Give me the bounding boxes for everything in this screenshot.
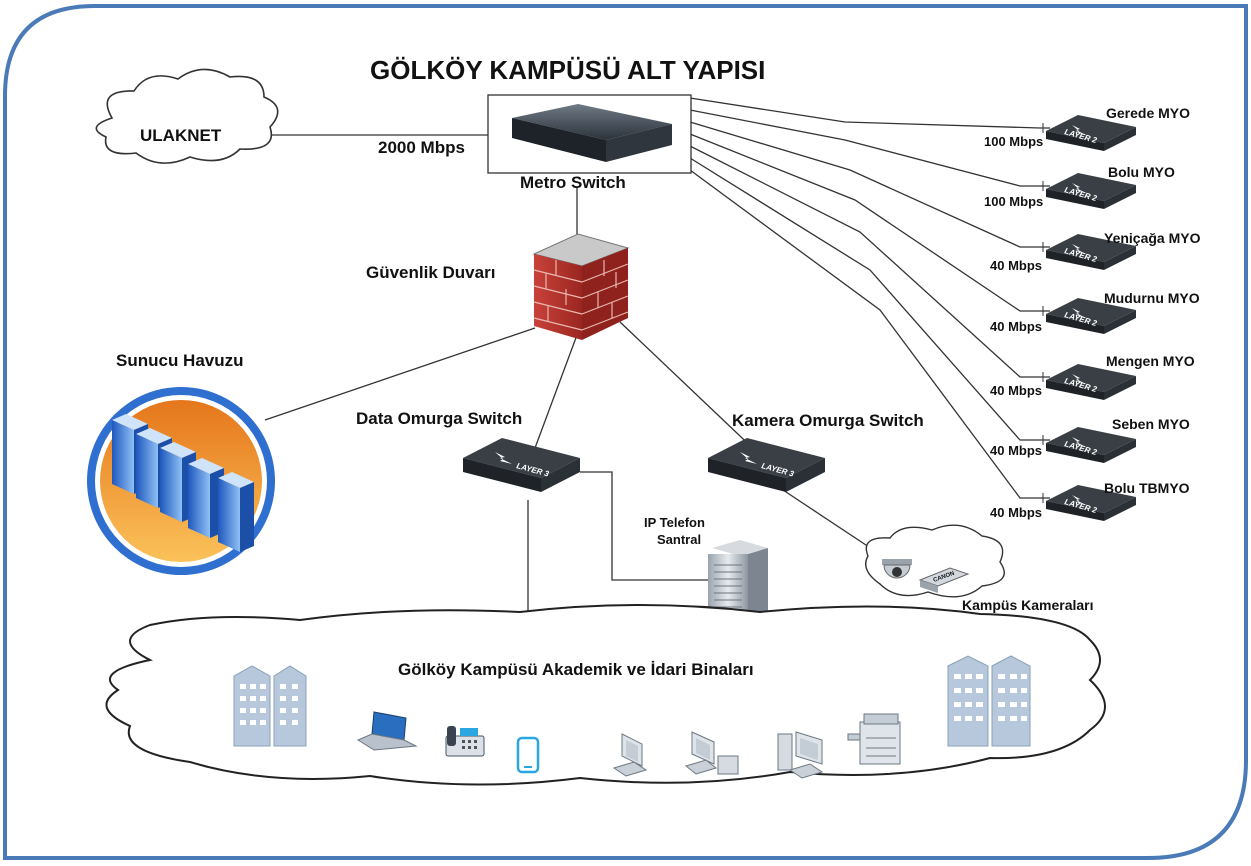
branch-name: Seben MYO <box>1112 416 1190 432</box>
server-pool-label: Sunucu Havuzu <box>116 351 244 370</box>
branch-name: Bolu TBMYO <box>1104 480 1190 496</box>
branch-gerede: LAYER 2 Gerede MYO 100 Mbps <box>984 105 1190 151</box>
dome-camera-icon <box>882 559 912 579</box>
branch-switches: LAYER 2 Gerede MYO 100 Mbps LAYER 2 Bolu… <box>984 105 1201 521</box>
branch-name: Mengen MYO <box>1106 353 1195 369</box>
ulaknet-label: ULAKNET <box>140 126 222 145</box>
branch-mengen: LAYER 2 Mengen MYO 40 Mbps <box>990 353 1195 400</box>
campus-label: Gölköy Kampüsü Akademik ve İdari Binalar… <box>398 660 754 679</box>
building-icon <box>233 665 307 747</box>
ip-phone-label-line1: IP Telefon <box>644 515 705 530</box>
desktop-computer-icon <box>777 731 824 779</box>
building-icon <box>947 655 1031 747</box>
server-pool: Sunucu Havuzu <box>87 351 275 575</box>
branch-speed: 40 Mbps <box>990 383 1042 398</box>
firewall-label: Güvenlik Duvarı <box>366 263 495 282</box>
desk-phone-icon <box>445 726 485 757</box>
desktop-computer-icon <box>612 733 648 777</box>
page-title: GÖLKÖY KAMPÜSÜ ALT YAPISI <box>370 55 765 85</box>
metro-switch-label: Metro Switch <box>520 173 626 192</box>
camera-cloud: CANON Kampüs Kameraları <box>865 524 1094 613</box>
branch-name: Mudurnu MYO <box>1104 290 1200 306</box>
data-switch-label: Data Omurga Switch <box>356 409 522 428</box>
branch-yenicaga: LAYER 2 Yeniçağa MYO 40 Mbps <box>990 230 1201 273</box>
branch-bolu: LAYER 2 Bolu MYO 100 Mbps <box>984 164 1175 209</box>
camera-switch-label: Kamera Omurga Switch <box>732 411 924 430</box>
branch-speed: 100 Mbps <box>984 194 1043 209</box>
bullet-camera-icon: CANON <box>918 567 970 593</box>
branch-seben: LAYER 2 Seben MYO 40 Mbps <box>990 416 1190 463</box>
branch-speed: 40 Mbps <box>990 443 1042 458</box>
laptop-icon <box>356 711 418 751</box>
branch-speed: 40 Mbps <box>990 505 1042 520</box>
firewall-icon: Güvenlik Duvarı <box>366 233 630 340</box>
mobile-phone-icon <box>516 736 540 774</box>
branch-speed: 40 Mbps <box>990 258 1042 273</box>
branch-name: Bolu MYO <box>1108 164 1175 180</box>
cameras-label: Kampüs Kameraları <box>962 597 1094 613</box>
page-frame <box>3 4 1248 860</box>
branch-bolu-tbmyo: LAYER 2 Bolu TBMYO 40 Mbps <box>990 480 1190 521</box>
branch-name: Yeniçağa MYO <box>1104 230 1201 246</box>
data-backbone-switch: Data Omurga Switch LAYER 3 <box>356 409 580 492</box>
branch-mudurnu: LAYER 2 Mudurnu MYO 40 Mbps <box>990 290 1200 334</box>
printer-copier-icon <box>847 713 901 765</box>
network-links <box>264 97 1050 618</box>
server-rack-icon <box>112 414 254 552</box>
ip-phone-label-line2: Santral <box>657 532 701 547</box>
metro-switch: Metro Switch <box>487 94 692 295</box>
ulaknet-speed-label: 2000 Mbps <box>378 138 465 157</box>
desktop-computer-icon <box>684 731 739 775</box>
branch-speed: 100 Mbps <box>984 134 1043 149</box>
branch-name: Gerede MYO <box>1106 105 1190 121</box>
branch-speed: 40 Mbps <box>990 319 1042 334</box>
camera-backbone-switch: Kamera Omurga Switch LAYER 3 <box>708 411 924 492</box>
ulaknet-cloud: ULAKNET <box>95 68 279 164</box>
campus-cloud: Gölköy Kampüsü Akademik ve İdari Binalar… <box>105 604 1106 786</box>
